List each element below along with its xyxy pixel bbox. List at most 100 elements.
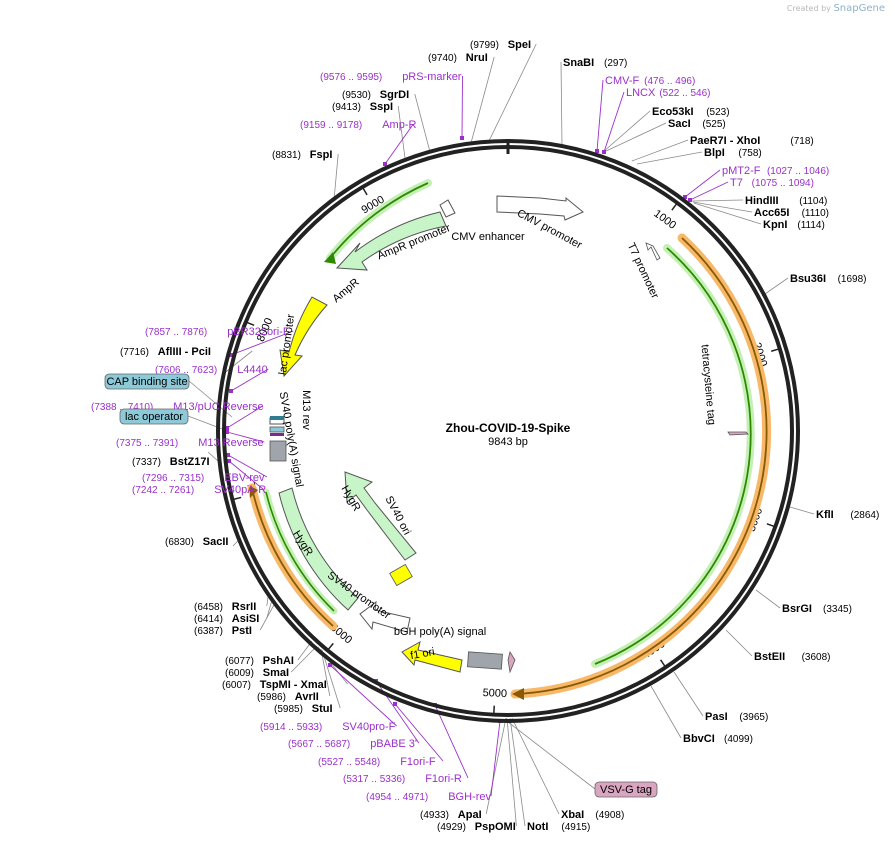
credit-text: Created by — [786, 4, 831, 13]
primer-leader — [461, 75, 463, 139]
site-leader — [789, 506, 815, 515]
site-leader — [509, 717, 526, 827]
site-pos: (1110) — [802, 208, 829, 219]
site-pos: (6077) — [225, 656, 254, 667]
primer-range: (7242 .. 7261) — [132, 485, 194, 496]
site-pos: (2864) — [850, 510, 879, 521]
site-noti: NotI — [527, 821, 548, 833]
feature-ampr: AmpR — [331, 276, 362, 305]
primer-bgh-rev: BGH-rev — [448, 791, 491, 803]
site-leader — [485, 717, 507, 815]
site-pos: (6830) — [165, 537, 194, 548]
plasmid-name: Zhou-COVID-19-Spike — [446, 421, 571, 435]
site-pos: (3345) — [823, 604, 852, 615]
primer-bind-mark — [688, 198, 692, 202]
primer-prs-marker: pRS-marker — [402, 71, 462, 83]
primer-range: (4954 .. 4971) — [366, 792, 428, 803]
primer-bind-mark — [460, 136, 464, 140]
site-sspi: SspI — [370, 101, 393, 113]
site-leader — [755, 589, 781, 609]
site-bsteii: BstEII — [754, 651, 785, 663]
site-eco53ki: Eco53kI — [652, 106, 694, 118]
primer-bind-mark — [602, 150, 606, 154]
site-leader — [487, 43, 537, 144]
tick-1000 — [671, 202, 678, 211]
primer-leader — [226, 431, 265, 443]
site-leader — [333, 153, 339, 201]
tick-8000 — [245, 321, 255, 327]
site-leader — [631, 139, 689, 162]
site-saci: SacI — [668, 118, 691, 130]
primer-range: (1027 .. 1046) — [767, 166, 829, 177]
site-pos: (5986) — [257, 692, 286, 703]
site-pos: (6458) — [194, 602, 223, 613]
site-leader — [290, 645, 318, 673]
f1-ori-arrow — [401, 641, 463, 673]
site-xbai: XbaI — [561, 809, 584, 821]
bgh-polya-box — [467, 651, 503, 670]
site-pos: (4933) — [420, 810, 449, 821]
site-pos: (4915) — [561, 822, 590, 833]
site-pos: (1114) — [797, 220, 824, 231]
feature-bgh-poly-a-signal: bGH poly(A) signal — [394, 626, 486, 638]
boxed-label-bg — [104, 373, 190, 390]
site-psti: PstI — [232, 625, 252, 637]
primer-leader — [329, 664, 397, 727]
site-stui: StuI — [312, 703, 333, 715]
orf-arrowhead-top — [324, 252, 336, 264]
primer-leader — [596, 79, 604, 152]
site-leader — [692, 201, 753, 213]
site-bsu36i: Bsu36I — [790, 273, 826, 285]
primer-leader — [230, 330, 294, 356]
site-pos: (6007) — [222, 680, 251, 691]
tick-2000 — [770, 347, 781, 352]
primer-bind-mark — [227, 459, 231, 463]
primer-sv40pro-f: SV40pro-F — [342, 721, 395, 733]
site-pos: (9799) — [470, 40, 499, 51]
site-snabi: SnaBI — [563, 57, 594, 69]
site-pspomi: PspOMI — [475, 821, 516, 833]
site-pos: (758) — [738, 148, 761, 159]
primer-leader — [394, 703, 444, 762]
primer-leader — [384, 123, 414, 165]
site-pos: (4099) — [724, 734, 753, 745]
site-leader — [414, 93, 431, 153]
cap-binding-box — [270, 416, 284, 420]
site-pos: (8831) — [272, 150, 301, 161]
site-labels: (9799)SpeI(9740)NruI(9530)SgrDI(9413)Ssp… — [91, 39, 879, 833]
tick-4000 — [659, 659, 667, 668]
primer-range: (5527 .. 5548) — [318, 757, 380, 768]
sv40-polya-box — [269, 440, 287, 462]
site-leader — [650, 685, 682, 739]
primer-leader — [434, 704, 469, 779]
primer-ebv-rev: EBV-rev — [224, 472, 265, 484]
primer-bind-mark — [229, 353, 233, 357]
site-kpni: KpnI — [763, 219, 787, 231]
site-sacii: SacII — [203, 536, 229, 548]
plasmid-length: 9843 bp — [488, 436, 528, 448]
site-avrii: AvrII — [295, 691, 319, 703]
site-leader — [691, 199, 744, 202]
tick-label-1000: 1000 — [651, 208, 678, 232]
orf-arc-green-left-line — [265, 491, 335, 612]
orf-arc-green-right-line — [594, 247, 752, 665]
primer-m13-puc-reverse: M13/pUC Reverse — [173, 401, 263, 413]
primer-range: (522 .. 546) — [659, 88, 710, 99]
site-spei: SpeI — [508, 39, 531, 51]
tick-3000 — [766, 523, 776, 528]
site-leader — [320, 648, 331, 697]
primer-bind-mark — [226, 453, 230, 457]
site-pos: (7337) — [132, 457, 161, 468]
primer-leader — [230, 368, 269, 392]
hygr-arrow-lower — [278, 487, 359, 611]
site-rsrii: RsrII — [232, 601, 256, 613]
site-paer7i-xhoi: PaeR7I - XhoI — [690, 135, 760, 147]
site-leader — [693, 202, 762, 225]
site-leader — [511, 717, 560, 815]
site-apai: ApaI — [458, 809, 482, 821]
site-pos: (1104) — [799, 196, 827, 207]
site-leader — [506, 717, 517, 827]
boxed-label-bg — [594, 781, 658, 798]
site-asisi: AsiSI — [232, 613, 260, 625]
